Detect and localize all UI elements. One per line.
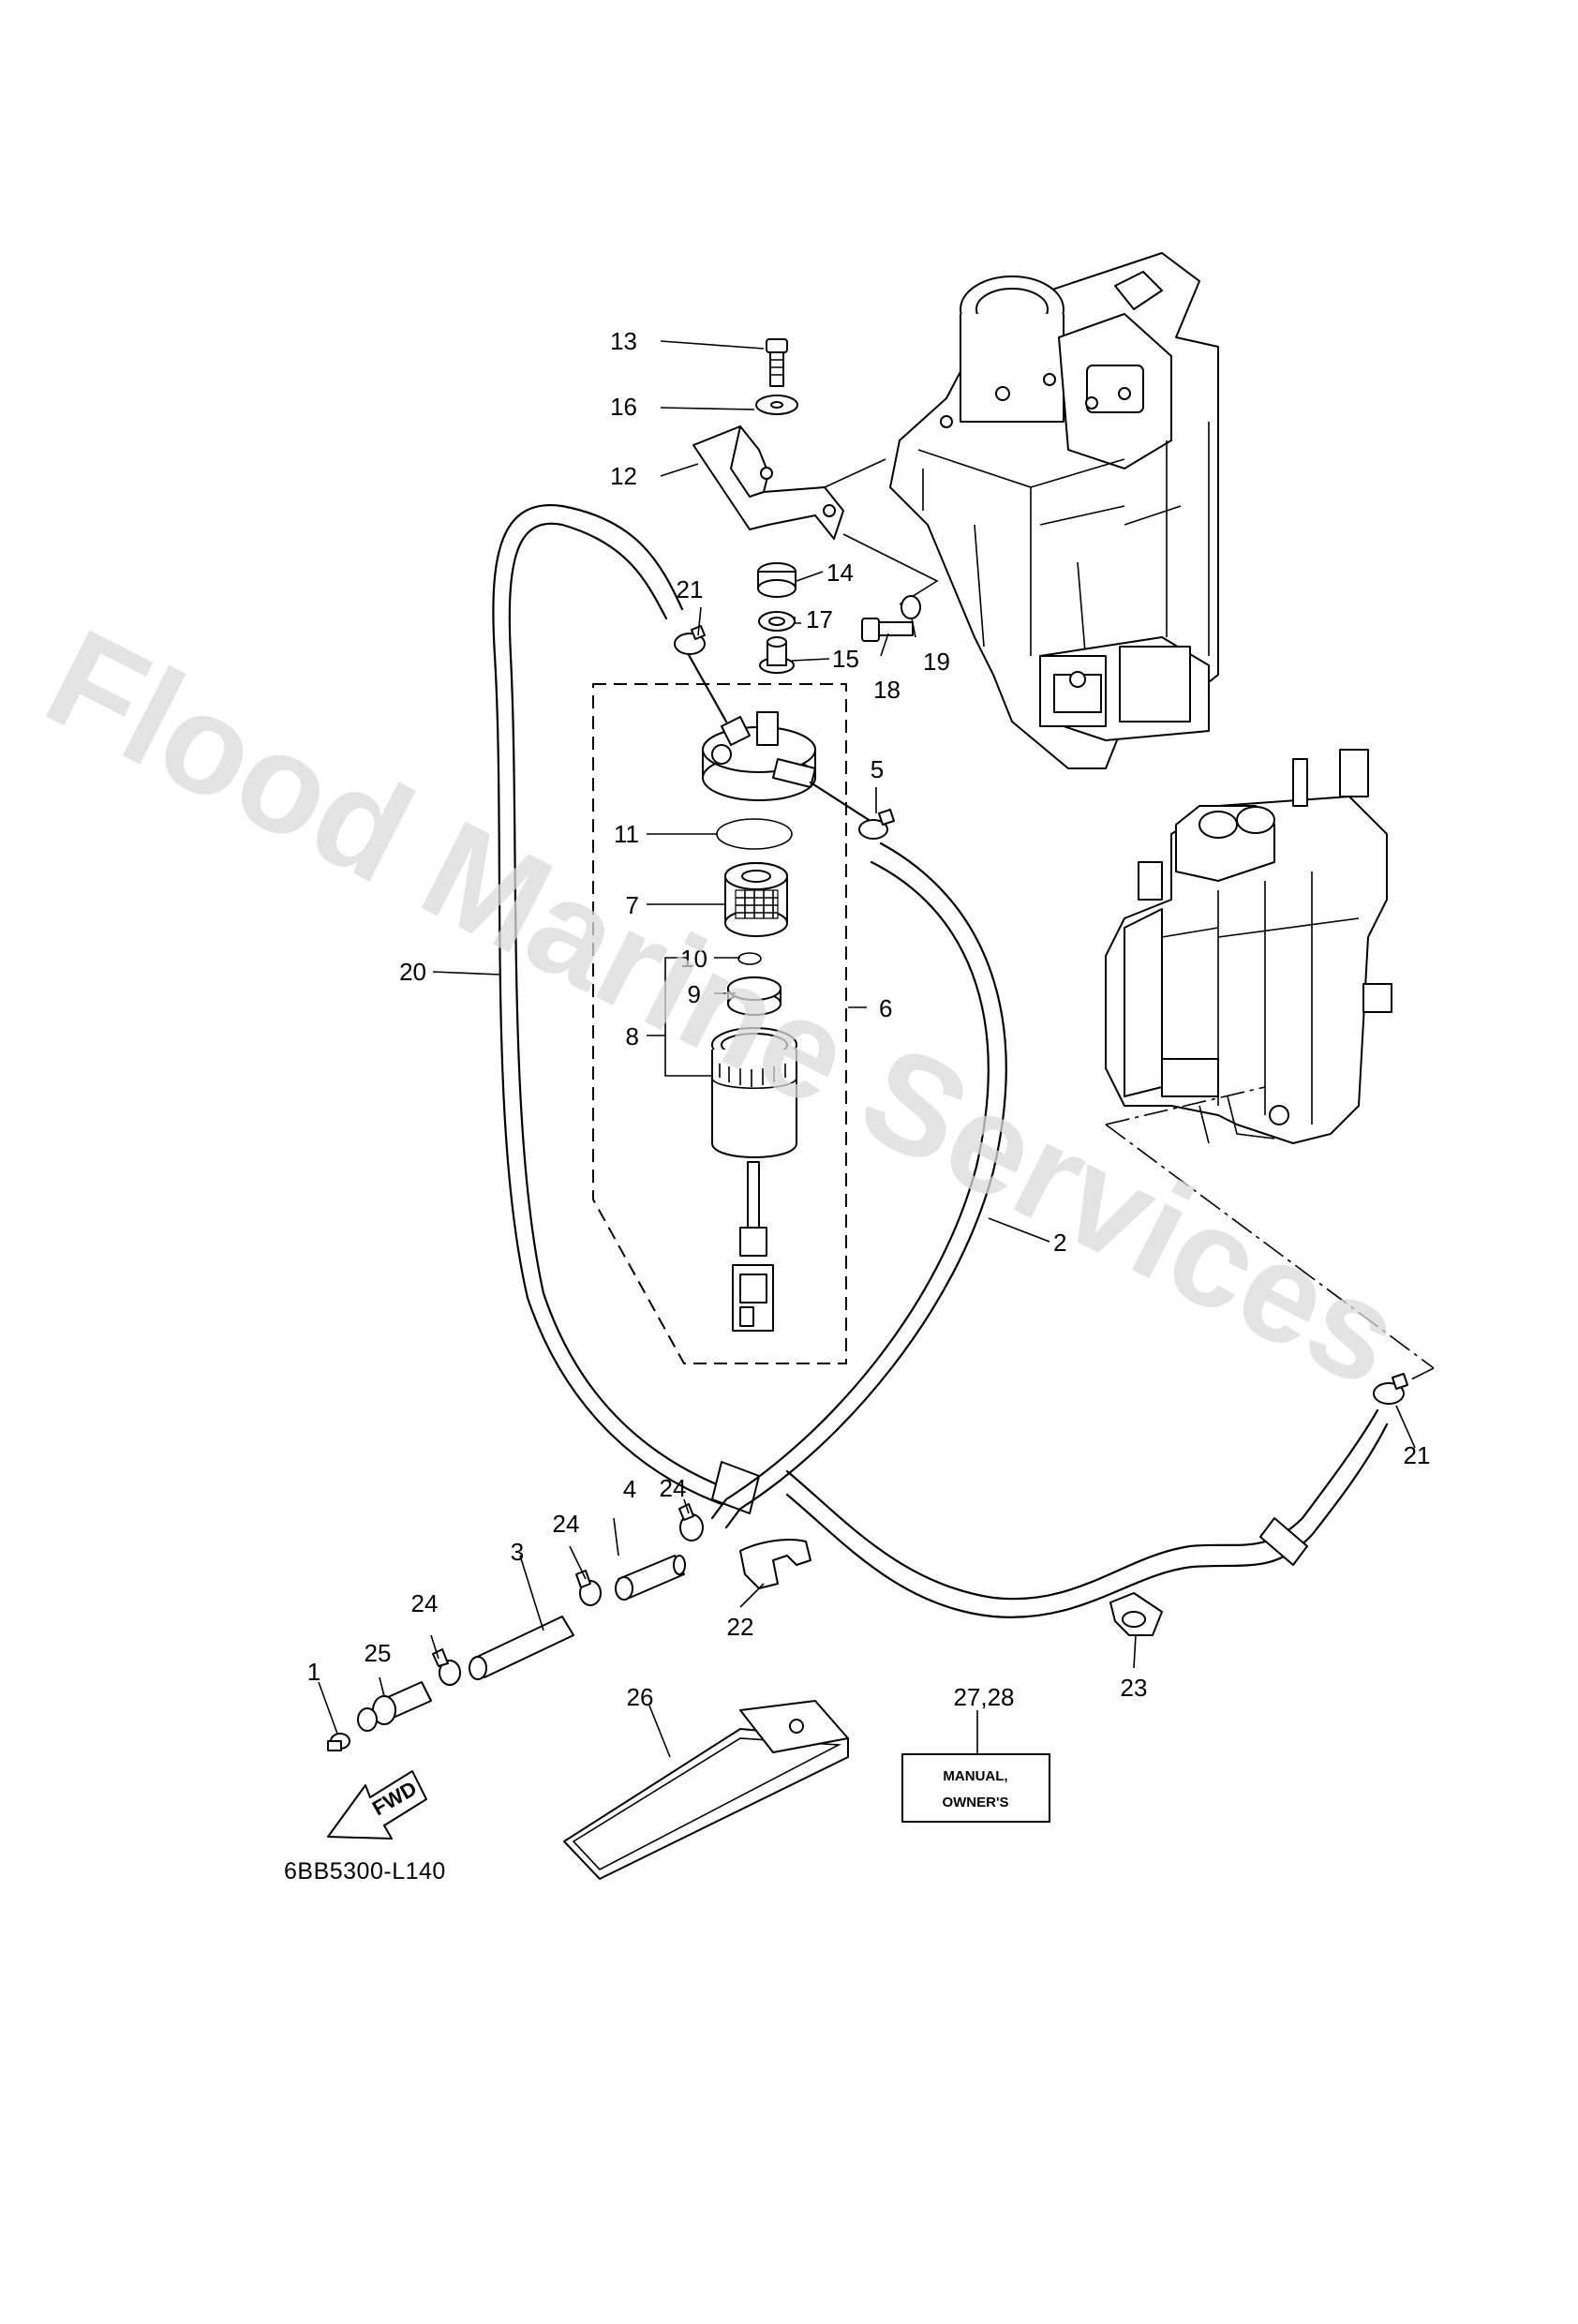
callout-27-28: 27,28 [953, 1683, 1014, 1711]
fuel-line-to-clip-5 [809, 781, 878, 827]
fuel-hose-2 [710, 842, 1007, 1529]
callout-20: 20 [399, 958, 426, 986]
callout-18: 18 [873, 676, 901, 704]
callout-10: 10 [680, 945, 707, 973]
callout-11: 11 [614, 820, 639, 848]
fuel-hose-20 [492, 503, 760, 1514]
callout-24-b: 24 [553, 1510, 580, 1538]
owners-manual-27-28 [901, 1753, 1050, 1823]
filter-head [702, 711, 816, 801]
joint-4 [615, 1555, 686, 1601]
callout-4: 4 [623, 1475, 636, 1503]
callout-25: 25 [365, 1639, 392, 1667]
holder-23 [1109, 1592, 1163, 1636]
filter-kit-boundary [592, 683, 847, 1364]
callout-21-lower: 21 [1404, 1441, 1431, 1469]
callout-9: 9 [688, 980, 701, 1008]
hose-3 [469, 1616, 574, 1680]
callout-17: 17 [806, 605, 833, 633]
diagram-code: 6BB5300-L140 [284, 1858, 446, 1885]
callout-26: 26 [627, 1683, 654, 1711]
bracket-leader [842, 533, 939, 605]
callout-6: 6 [879, 994, 892, 1022]
bracket-12 [692, 425, 844, 540]
callout-15: 15 [832, 645, 859, 673]
bolt-13 [766, 338, 788, 387]
clip-21-upper [674, 625, 706, 655]
leader-lines [318, 340, 1416, 1758]
callout-21-upper: 21 [677, 575, 704, 603]
forward-arrow-icon [327, 1770, 427, 1840]
engine-block-assembly [889, 252, 1219, 769]
joint-25 [357, 1681, 432, 1732]
manual-label-line1: MANUAL, [943, 1768, 1007, 1784]
washer-16-hole [770, 401, 783, 409]
washer-19 [901, 595, 921, 619]
collar-15 [759, 636, 795, 674]
filter-cup-8 [711, 1027, 797, 1332]
manual-label-line2: OWNER'S [942, 1795, 1008, 1810]
callout-22: 22 [727, 1613, 754, 1641]
callout-16: 16 [610, 393, 637, 421]
callout-23: 23 [1121, 1674, 1148, 1702]
callout-13: 13 [610, 327, 637, 355]
callout-24-c: 24 [411, 1589, 439, 1617]
callout-1: 1 [307, 1658, 320, 1686]
fuel-hose-lower [785, 1408, 1389, 1618]
callout-19: 19 [923, 648, 950, 676]
tool-bag-26 [563, 1700, 849, 1880]
callout-12: 12 [610, 462, 637, 490]
element-7 [724, 862, 788, 937]
fuel-line-to-clip-21 [682, 645, 728, 723]
clip-24-b [575, 1570, 602, 1606]
bolt-18 [861, 618, 914, 642]
callout-2: 2 [1053, 1229, 1066, 1257]
leader-filter-to-hose [1105, 1086, 1435, 1388]
bracket-8 [664, 957, 712, 1077]
holder-22 [739, 1539, 811, 1589]
clip-21-lower [1373, 1373, 1408, 1405]
callout-8: 8 [626, 1022, 639, 1050]
engine-leader [824, 458, 886, 488]
callout-7: 7 [626, 891, 639, 919]
ring-10 [737, 952, 762, 965]
washer-17-hole [768, 617, 785, 626]
callout-5: 5 [871, 755, 884, 783]
clip-5 [858, 809, 895, 840]
plug-1 [327, 1733, 350, 1751]
callout-24-a: 24 [660, 1474, 687, 1502]
o-ring-11 [716, 818, 793, 850]
callout-3: 3 [511, 1538, 524, 1566]
clip-24-a [678, 1503, 704, 1542]
vapor-separator-assembly [1105, 749, 1392, 1144]
grommet-14 [757, 562, 796, 598]
callout-14: 14 [826, 559, 854, 587]
callout-labels: 13 16 12 14 17 15 18 19 21 5 11 7 10 9 8… [307, 327, 1431, 1711]
float-9 [727, 976, 782, 1016]
